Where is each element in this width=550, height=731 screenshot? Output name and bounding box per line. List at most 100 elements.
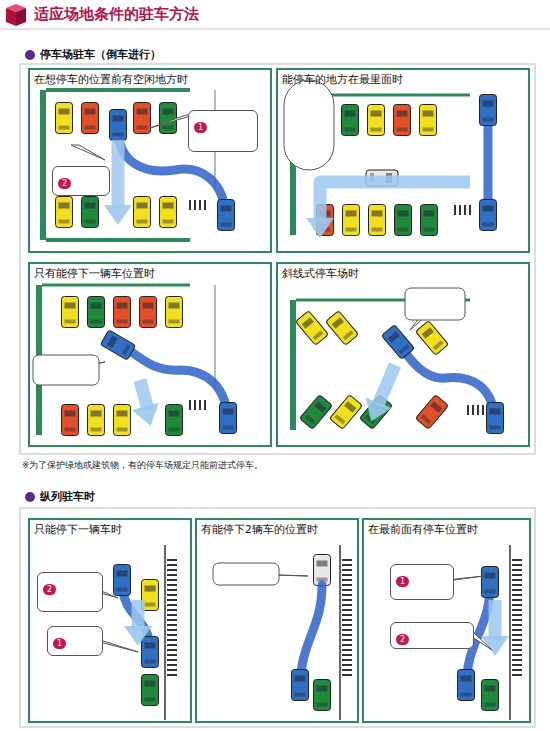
crosswalk xyxy=(167,614,177,616)
crosswalk xyxy=(342,614,352,616)
car xyxy=(394,105,411,136)
crosswalk xyxy=(512,644,522,646)
crosswalk xyxy=(512,614,522,616)
callout-box: 1 xyxy=(188,110,258,152)
crosswalk xyxy=(167,654,177,656)
car xyxy=(480,200,497,231)
callout-number: 1 xyxy=(396,576,409,587)
car xyxy=(110,110,127,141)
crosswalk xyxy=(512,609,522,611)
car xyxy=(314,680,331,711)
car xyxy=(458,670,475,701)
callout-box: 2 xyxy=(37,572,103,612)
crosswalk xyxy=(469,205,471,215)
scenario-panel: 在想停车的位置前有空闲地方时12 xyxy=(28,68,272,253)
driving-path xyxy=(400,345,495,425)
crosswalk xyxy=(472,405,474,415)
empty-callout xyxy=(33,355,99,385)
crosswalk xyxy=(167,574,177,576)
crosswalk xyxy=(342,599,352,601)
crosswalk xyxy=(167,674,177,676)
car xyxy=(114,565,131,596)
crosswalk xyxy=(482,405,484,415)
car xyxy=(482,567,499,598)
crosswalk xyxy=(459,205,461,215)
crosswalk xyxy=(342,644,352,646)
crosswalk xyxy=(167,629,177,631)
crosswalk xyxy=(512,664,522,666)
crosswalk xyxy=(512,659,522,661)
footnote: ※为了保护绿地或建筑物，有的停车场规定只能前进式停车。 xyxy=(22,460,263,472)
lot-line xyxy=(509,545,511,720)
crosswalk xyxy=(342,664,352,666)
car xyxy=(395,205,412,236)
crosswalk xyxy=(167,619,177,621)
panel-heading: 能停车的地方在最里面时 xyxy=(278,70,528,90)
empty-callout xyxy=(405,288,465,320)
crosswalk xyxy=(512,634,522,636)
crosswalk xyxy=(512,639,522,641)
lot-line xyxy=(215,285,216,390)
crosswalk xyxy=(167,559,177,561)
green-wall xyxy=(40,90,46,240)
crosswalk xyxy=(512,584,522,586)
crosswalk xyxy=(342,669,352,671)
crosswalk xyxy=(512,594,522,596)
crosswalk xyxy=(167,639,177,641)
crosswalk xyxy=(512,569,522,571)
crosswalk xyxy=(167,569,177,571)
car xyxy=(82,197,99,228)
crosswalk xyxy=(167,659,177,661)
section-heading: 纵列驻车时 xyxy=(40,489,95,504)
callout-box: 1 xyxy=(47,626,103,656)
car xyxy=(416,395,449,430)
car xyxy=(482,680,499,711)
car xyxy=(416,321,449,356)
car xyxy=(480,95,497,126)
crosswalk xyxy=(167,624,177,626)
crosswalk xyxy=(342,574,352,576)
crosswalk xyxy=(342,654,352,656)
crosswalk xyxy=(512,669,522,671)
crosswalk xyxy=(167,584,177,586)
crosswalk xyxy=(342,649,352,651)
crosswalk xyxy=(512,649,522,651)
callout-number: 2 xyxy=(58,178,71,189)
crosswalk xyxy=(512,564,522,566)
car xyxy=(326,311,359,346)
scenario-panel: 有能停下2辆车的位置时 xyxy=(195,518,359,723)
car xyxy=(343,205,360,236)
crosswalk xyxy=(199,200,201,210)
lot-line xyxy=(339,545,341,720)
guide-arrow xyxy=(140,380,148,410)
crosswalk xyxy=(342,594,352,596)
car xyxy=(166,405,183,436)
panel-heading: 只有能停下一辆车位置时 xyxy=(30,264,270,284)
crosswalk xyxy=(512,674,522,676)
car xyxy=(296,311,329,346)
guide-arrowhead xyxy=(358,397,391,426)
crosswalk xyxy=(167,599,177,601)
crosswalk xyxy=(477,405,479,415)
crosswalk xyxy=(167,564,177,566)
crosswalk xyxy=(464,205,466,215)
car xyxy=(160,197,177,228)
crosswalk xyxy=(342,659,352,661)
section-heading: 停车场驻车（倒车进行） xyxy=(40,47,161,62)
car xyxy=(369,205,386,236)
car xyxy=(220,403,237,434)
crosswalk xyxy=(454,205,456,215)
page-title: 适应场地条件的驻车方法 xyxy=(34,5,199,24)
car xyxy=(382,325,415,360)
guide-arrow xyxy=(378,365,395,405)
car xyxy=(88,297,105,328)
callout-box: 1 xyxy=(390,564,454,600)
crosswalk xyxy=(199,400,201,410)
car xyxy=(56,103,73,134)
green-wall xyxy=(290,300,296,430)
car xyxy=(300,395,333,430)
section-bullet xyxy=(25,492,35,502)
car xyxy=(140,297,157,328)
crosswalk xyxy=(342,619,352,621)
guide-arrowhead xyxy=(104,205,132,225)
